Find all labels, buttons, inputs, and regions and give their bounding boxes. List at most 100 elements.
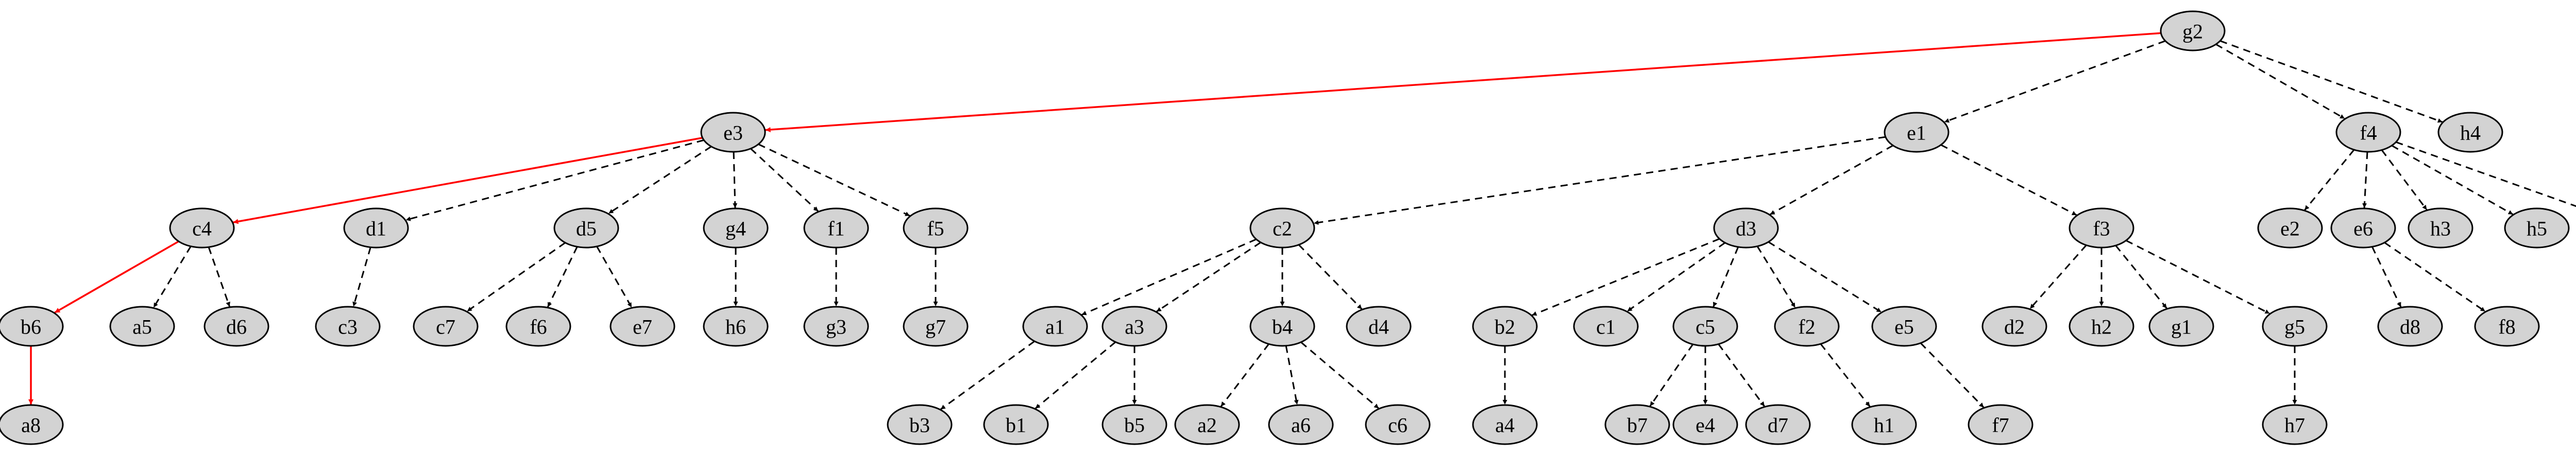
edge-b4-a2: [1220, 343, 1269, 407]
edge-c4-a5: [152, 245, 192, 308]
node-h4: h4: [2437, 112, 2503, 153]
edge-g2-f4: [2215, 43, 2345, 119]
node-ellipse: [903, 207, 969, 249]
node-ellipse: [204, 306, 269, 347]
node-ellipse: [1174, 404, 1240, 445]
edge-c4-b6: [54, 240, 179, 314]
node-ellipse: [1745, 404, 1811, 445]
node-label: g3: [826, 315, 846, 339]
edge-d5-f6: [547, 246, 578, 308]
node-e6: e6: [2330, 207, 2396, 249]
node-g5: g5: [2262, 306, 2328, 347]
edge-e5-f7: [1920, 342, 1985, 408]
node-label: d6: [226, 315, 247, 339]
node-label: h2: [2091, 315, 2112, 339]
node-label: e3: [723, 121, 743, 145]
node-label: a3: [1125, 315, 1144, 339]
node-label: c7: [436, 315, 455, 339]
node-label: g1: [2171, 315, 2192, 339]
node-h2: h2: [2069, 306, 2134, 347]
node-c4: c4: [169, 207, 235, 249]
node-f3: f3: [2069, 207, 2134, 249]
node-ellipse: [0, 306, 64, 347]
edge-c5-b7: [1649, 344, 1694, 407]
node-label: e4: [1696, 414, 1715, 437]
node-label: c4: [192, 217, 212, 240]
edge-b4-c6: [1300, 341, 1380, 409]
node-ellipse: [1604, 404, 1670, 445]
node-label: f8: [2498, 315, 2515, 339]
node-ellipse: [169, 207, 235, 249]
node-d8: d8: [2377, 306, 2443, 347]
node-ellipse: [2148, 306, 2214, 347]
node-ellipse: [1851, 404, 1917, 445]
node-label: g7: [925, 315, 946, 339]
node-label: f5: [927, 217, 944, 240]
node-label: d4: [1368, 315, 1389, 339]
edge-f4-h3: [2381, 149, 2428, 211]
node-label: h4: [2460, 121, 2481, 145]
node-b5: b5: [1101, 404, 1167, 445]
node-h3: h3: [2408, 207, 2473, 249]
node-d1: d1: [343, 207, 409, 249]
edge-d1-c3: [352, 247, 371, 307]
node-b3: b3: [887, 404, 953, 445]
node-ellipse: [887, 404, 953, 445]
edge-f3-d2: [2029, 244, 2087, 309]
node-label: h7: [2284, 414, 2305, 437]
edge-e1-c2: [1313, 136, 1886, 225]
node-label: c5: [1696, 315, 1715, 339]
node-ellipse: [1268, 404, 1334, 445]
node-ellipse: [2160, 10, 2226, 51]
node-label: b2: [1495, 315, 1515, 339]
node-label: d3: [1736, 217, 1756, 240]
node-ellipse: [1472, 404, 1538, 445]
node-ellipse: [1871, 306, 1937, 347]
node-label: d2: [2004, 315, 2025, 339]
node-b2: b2: [1472, 306, 1538, 347]
node-ellipse: [553, 207, 619, 249]
node-label: f1: [827, 217, 844, 240]
node-ellipse: [1365, 404, 1431, 445]
node-f5: f5: [903, 207, 969, 249]
node-h7: h7: [2262, 404, 2328, 445]
edge-g2-h4: [2219, 40, 2443, 123]
node-ellipse: [1346, 306, 1412, 347]
node-label: d5: [576, 217, 597, 240]
node-a4: a4: [1472, 404, 1538, 445]
node-label: h6: [725, 315, 746, 339]
node-a8: a8: [0, 404, 64, 445]
node-f1: f1: [803, 207, 869, 249]
edge-e3-c4: [233, 137, 703, 224]
node-label: c2: [1273, 217, 1292, 240]
edge-e6-f8: [2384, 242, 2486, 312]
node-ellipse: [2262, 404, 2328, 445]
node-ellipse: [1101, 306, 1167, 347]
node-e3: e3: [700, 112, 766, 153]
node-label: a1: [1045, 315, 1065, 339]
node-ellipse: [703, 306, 769, 347]
node-ellipse: [2474, 306, 2540, 347]
node-label: g4: [725, 217, 746, 240]
edge-e6-d8: [2371, 246, 2402, 308]
edge-e3-d1: [405, 139, 704, 221]
node-label: a8: [21, 414, 41, 437]
node-ellipse: [703, 207, 769, 249]
edge-g2-e1: [1944, 40, 2166, 123]
node-c3: c3: [315, 306, 381, 347]
edge-d3-b2: [1531, 238, 1720, 316]
node-label: h5: [2527, 217, 2547, 240]
node-label: c3: [338, 315, 358, 339]
node-ellipse: [1713, 207, 1779, 249]
node-ellipse: [1672, 404, 1738, 445]
edge-c2-a1: [1081, 238, 1257, 316]
node-label: d1: [366, 217, 386, 240]
node-label: b1: [1006, 414, 1026, 437]
node-a1: a1: [1022, 306, 1088, 347]
edge-f4-e2: [2304, 149, 2355, 211]
edge-c2-d4: [1298, 244, 1363, 310]
edge-f4-g6: [2396, 141, 2576, 207]
node-ellipse: [903, 306, 969, 347]
node-label: f2: [1798, 315, 1815, 339]
node-b7: b7: [1604, 404, 1670, 445]
